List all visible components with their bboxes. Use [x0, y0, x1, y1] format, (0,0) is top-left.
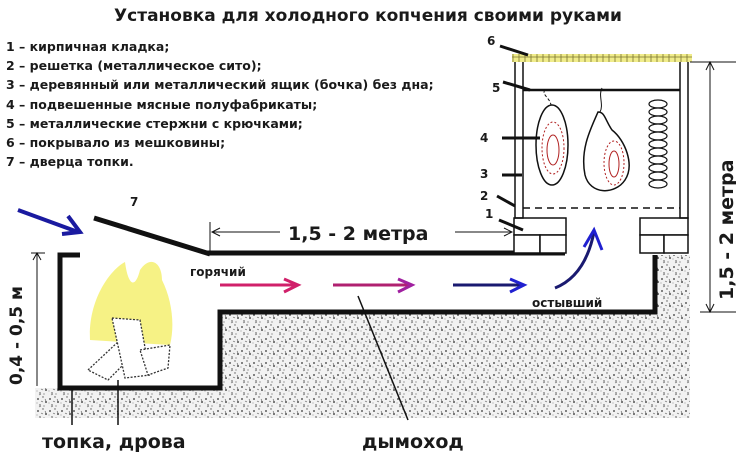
firebox-label: топка, дрова [42, 431, 186, 453]
callout-leaders [496, 44, 540, 232]
ground-fill-left [35, 388, 65, 418]
chimney-pointer [357, 295, 409, 421]
firebox-height-label: 0,4 - 0,5 м [7, 286, 27, 385]
chimney-label: дымоход [362, 431, 464, 453]
hot-arrow-1 [220, 277, 302, 294]
firebox-door [93, 215, 211, 257]
legend-item-7: 7 – дверца топки. [6, 154, 134, 170]
callout-4: 4 [480, 131, 488, 145]
legend-item-5: 5 – металлические стержни с крючками; [6, 115, 303, 131]
burlap-cover [512, 54, 692, 62]
callout-7: 7 [130, 195, 138, 209]
callout-2: 2 [480, 189, 488, 203]
firewood [86, 317, 171, 381]
legend-item-1: 1 – кирпичная кладка; [6, 39, 170, 54]
callout-6: 6 [487, 34, 495, 48]
flue-length-dimension [209, 222, 514, 252]
diagram-title: Установка для холодного копчения своими … [114, 6, 622, 26]
cool-arrow-up [554, 226, 604, 290]
firebox-outline [57, 252, 658, 391]
legend: 1 – кирпичная кладка; 2 – решетка (метал… [6, 37, 434, 171]
flue-length-label: 1,5 - 2 метра [288, 223, 428, 245]
box-height-label: 1,5 - 2 метра [716, 160, 736, 300]
cooled-smoke-label: остывший [532, 296, 602, 310]
hanging-sausage-links [648, 99, 668, 189]
legend-item-3: 3 – деревянный или металлический ящик (б… [6, 77, 434, 93]
box-height-dimension [690, 60, 736, 314]
hot-arrow-2 [333, 277, 416, 294]
flame [89, 261, 173, 345]
air-inlet-arrow [17, 208, 84, 236]
callout-1: 1 [485, 207, 493, 221]
cool-arrow-1 [453, 277, 528, 294]
legend-item-2: 2 – решетка (металлическое сито); [6, 58, 262, 74]
firebox-height-dimension [31, 251, 45, 386]
hot-smoke-label: горячий [190, 265, 246, 279]
hanging-ham [582, 87, 630, 192]
callout-5: 5 [492, 81, 500, 95]
hanging-sausage [535, 89, 569, 186]
ground-fill [40, 255, 690, 418]
legend-item-6: 6 – покрывало из мешковины; [6, 135, 226, 151]
brick-right [639, 217, 689, 254]
brick-left [513, 217, 567, 254]
legend-item-4: 4 – подвешенные мясные полуфабрикаты; [6, 96, 318, 112]
callout-3: 3 [480, 167, 488, 181]
